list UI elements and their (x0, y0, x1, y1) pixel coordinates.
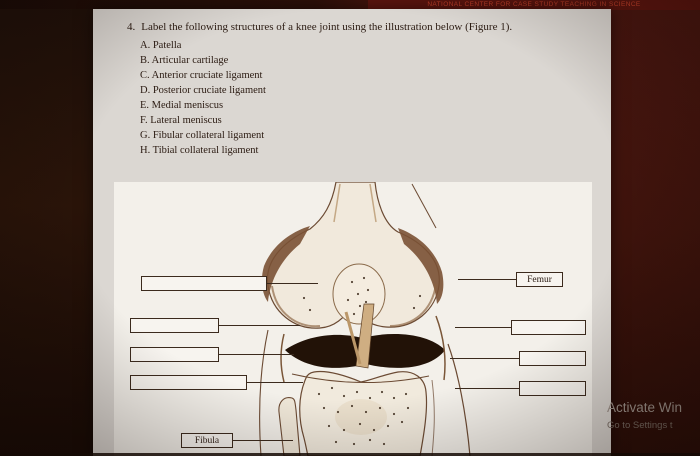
leader-line-left-3 (219, 354, 294, 355)
blank-label-box-left-1 (141, 276, 267, 291)
structure-list: A. Patella B. Articular cartilage C. Ant… (140, 38, 266, 158)
leader-line-left-2 (219, 325, 300, 326)
leader-line-femur (458, 279, 516, 280)
leader-line-fibula (233, 440, 293, 441)
stipple-dots (302, 276, 422, 446)
list-item: C. Anterior cruciate ligament (140, 70, 263, 81)
question-text: Label the following structures of a knee… (141, 21, 513, 33)
blank-label-box-left-4 (130, 375, 247, 390)
blank-label-box-right-3 (519, 381, 586, 396)
list-item: G. Fibular collateral ligament (140, 130, 265, 141)
photo-surround-left (0, 0, 93, 456)
right-leg-contour (447, 343, 471, 456)
meniscus-band (285, 303, 445, 369)
cruciate-ligament (355, 303, 375, 369)
list-item: F. Lateral meniscus (140, 115, 222, 126)
question-number: 4. (127, 21, 136, 33)
leader-line-left-4 (247, 382, 303, 383)
fibula-bone (278, 397, 301, 456)
medial-collateral-line (280, 333, 285, 383)
leader-line-right-3 (455, 388, 519, 389)
blank-label-box-left-3 (130, 347, 219, 362)
list-item: E. Medial meniscus (140, 100, 224, 111)
list-item: H. Tibial collateral ligament (140, 145, 259, 156)
top-maroon-bar (0, 0, 700, 9)
question-line: 4. Label the following structures of a kn… (127, 21, 597, 33)
list-item: B. Articular cartilage (140, 55, 229, 66)
photo-surround-right (611, 0, 700, 456)
go-to-settings-text: Go to Settings t (607, 420, 673, 431)
lateral-collateral-line (435, 315, 446, 381)
document-page: 4. Label the following structures of a kn… (93, 9, 611, 456)
list-item: A. Patella (140, 40, 182, 51)
leader-line-right-2 (450, 358, 519, 359)
femur-bone (261, 182, 444, 329)
blank-label-box-left-2 (130, 318, 219, 333)
activate-windows-text: Activate Win (607, 400, 683, 415)
left-leg-contour (259, 329, 269, 456)
list-item: D. Posterior cruciate ligament (140, 85, 266, 96)
femur-label-box: Femur (516, 272, 563, 287)
blank-label-box-right-2 (519, 351, 586, 366)
leader-line-right-1 (455, 327, 511, 328)
fibula-label-box: Fibula (181, 433, 233, 448)
photo-bottom-edge (0, 453, 700, 456)
leader-line-left-1 (267, 283, 318, 284)
right-inner-contour (431, 379, 435, 456)
knee-joint-illustration (259, 182, 471, 456)
site-banner: NATIONAL CENTER FOR CASE STUDY TEACHING … (368, 0, 700, 10)
tibia-bone (291, 370, 430, 456)
blank-label-box-right-1 (511, 320, 586, 335)
